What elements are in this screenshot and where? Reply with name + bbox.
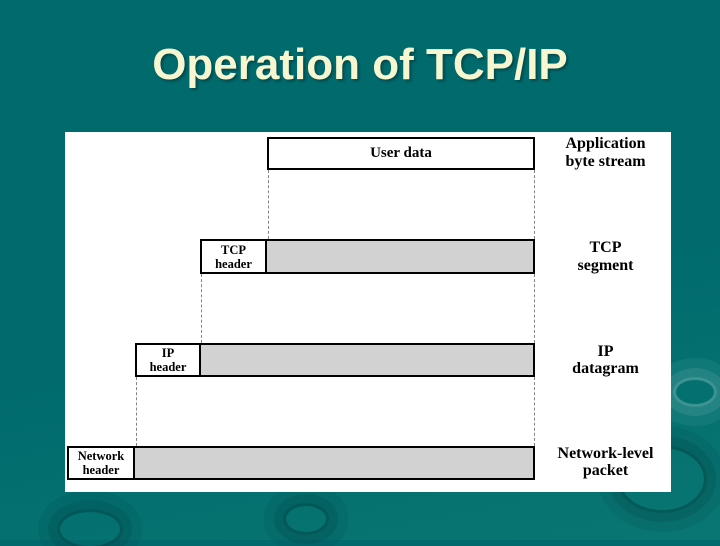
ip-datagram-box: IP header <box>135 343 535 377</box>
stage-label-tcp-segment: TCP segment <box>577 239 634 274</box>
dashed-connector <box>268 170 269 239</box>
stage-label-application: Application byte stream <box>565 135 646 170</box>
user-data-label: User data <box>269 139 533 168</box>
tcp-segment-box: TCP header <box>200 239 535 274</box>
water-ripple-decoration <box>286 506 326 532</box>
ip-header-cell: IP header <box>137 345 201 375</box>
stage-label-network-packet: Network-level packet <box>557 444 654 479</box>
tcp-data-cell <box>267 241 533 272</box>
network-packet-box: Network header <box>67 446 535 480</box>
user-data-box: User data <box>267 137 535 170</box>
dashed-connector <box>201 274 202 343</box>
water-ripple-decoration <box>60 512 120 546</box>
tcp-header-cell: TCP header <box>202 241 267 272</box>
dashed-connector <box>534 377 535 446</box>
dashed-connector <box>534 170 535 239</box>
dashed-connector <box>136 377 137 446</box>
slide-title: Operation of TCP/IP <box>152 40 568 89</box>
dashed-connector <box>534 274 535 343</box>
tcpip-encapsulation-diagram: User data TCP header IP header Network h… <box>65 132 671 492</box>
network-data-cell <box>135 448 533 478</box>
network-header-cell: Network header <box>69 448 135 478</box>
stage-label-ip-datagram: IP datagram <box>572 342 639 377</box>
water-ripple-decoration <box>676 380 714 404</box>
ip-data-cell <box>201 345 533 375</box>
